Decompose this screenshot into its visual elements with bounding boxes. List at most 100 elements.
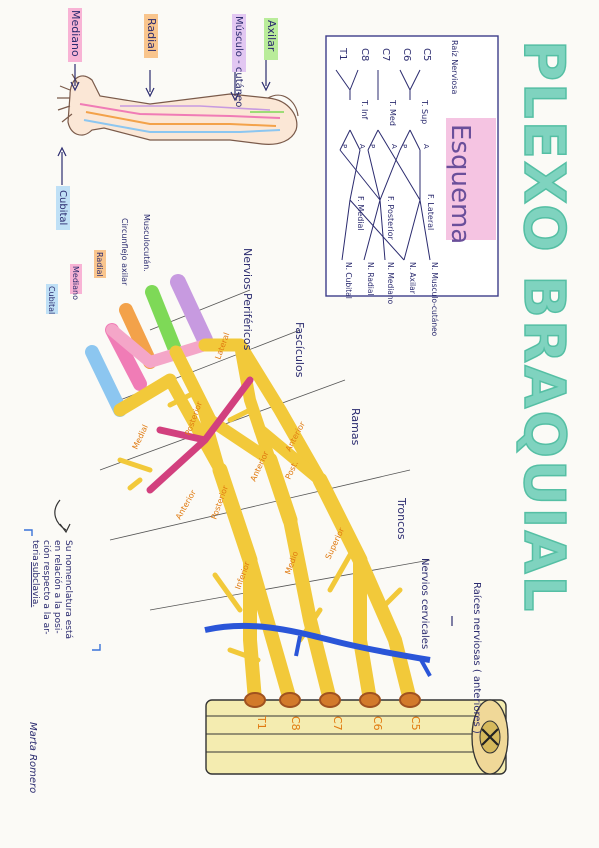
note-line: ción respecto a la ar- — [41, 540, 52, 634]
trunk-superior — [312, 472, 368, 568]
trunk-medio — [262, 452, 298, 528]
schema-nerve: N. Mediano — [386, 262, 395, 305]
division-medio-anterior — [234, 339, 276, 466]
root-ganglia — [244, 692, 421, 708]
schema-nerves: N. Musculo-cutáneo N. Axilar N. Mediano … — [344, 262, 439, 337]
terminal-label-cubital: Cubital — [47, 286, 56, 314]
schema-root: C8 — [359, 48, 370, 61]
note-arrow — [54, 499, 71, 534]
page-title: PLEXO BRAQUIAL — [511, 40, 576, 613]
terminal-nerve-labels: Musculocután. Circunflejo axilar Radial … — [46, 214, 151, 314]
hand-fingers — [57, 73, 79, 123]
schema-fascicle: F. Medial — [356, 196, 365, 231]
subclavian-artery — [204, 622, 431, 663]
collateral-branches — [117, 392, 403, 663]
fascicle-posterior — [169, 345, 217, 427]
division-superior-posterior — [254, 424, 326, 486]
arm-nerve-mediano — [79, 103, 281, 119]
arm-nerve-musculocutaneo — [120, 105, 271, 111]
cubital-highlight — [56, 186, 70, 230]
arm-nerve-radial — [85, 111, 277, 127]
spinal-root-label: C7 — [331, 716, 344, 731]
schema-fascicles: F. Lateral F. Posterior F. Medial — [356, 194, 435, 240]
fascicle-medial — [113, 373, 177, 417]
musculo-highlight — [232, 14, 246, 72]
schema-division: A — [422, 144, 430, 149]
label-nervios-perifericos: Nervios Periféricos — [241, 248, 254, 351]
plexus-nerves — [85, 274, 421, 708]
spinal-cord — [205, 699, 509, 775]
arm-label-mediano: Mediano — [69, 10, 82, 57]
trunk-inferior — [212, 462, 258, 568]
schema-nerve: N. Radial — [366, 262, 375, 296]
label-raices: Raíces nerviosas ( anteriores ) — [471, 582, 483, 734]
arm-nerve-cubital — [83, 119, 281, 133]
arm-illustration — [57, 73, 299, 145]
schema-division: A — [358, 144, 366, 149]
schema-divisions: A P A P A P — [340, 144, 430, 149]
spinal-root-labels: T1 C8 C7 C6 C5 — [255, 715, 422, 731]
schema-nerve: N. Cubital — [344, 262, 353, 299]
segment-label-posterior-1: Post. — [284, 460, 300, 481]
schema-trunks: T. Sup T. Med T. Inf — [360, 99, 429, 126]
schema-root: C5 — [421, 48, 432, 61]
schema-trunk: T. Med — [388, 99, 397, 126]
root-t1 — [243, 553, 262, 707]
schema-fascicle: F. Posterior — [386, 196, 395, 240]
lateral-fascicle-band — [106, 324, 211, 368]
terminal-musculocutaneo — [170, 274, 213, 348]
schema-nerve: N. Axilar — [408, 262, 417, 295]
schema-title-highlight — [446, 118, 496, 240]
spinal-root-label: C6 — [371, 716, 384, 731]
note-line-subclavia: subclavia. — [30, 562, 40, 607]
axilar-highlight — [264, 18, 278, 60]
schema-fascicle: F. Lateral — [426, 194, 435, 230]
terminal-label-mediano: Mediano — [71, 266, 80, 300]
schema-root: C7 — [380, 48, 391, 61]
subclavian-artery-branch — [294, 635, 432, 677]
arm-label-cubital: Cubital — [57, 190, 68, 225]
shoulder-outline — [267, 94, 299, 117]
spinal-root-label: C5 — [409, 716, 422, 731]
arm-label-radial: Radial — [145, 18, 158, 52]
root-c5 — [353, 553, 417, 707]
label-ramas: Ramas — [349, 408, 362, 446]
note-line: Su nomenclatura está — [63, 540, 73, 639]
label-fasciculos: Fascículos — [293, 322, 306, 378]
terminal-axilar — [145, 285, 183, 359]
schema-roots: C5 C6 C7 C8 T1 — [337, 47, 432, 61]
schema-nerve: N. Musculo-cutáneo — [430, 262, 439, 337]
schema-roots-header: Raíz Nerviosa — [450, 40, 459, 94]
terminal-label-axilar: Circunflejo axilar — [120, 218, 129, 286]
note-line: en relación a la posi- — [52, 540, 63, 634]
arm-label-arrows — [57, 58, 271, 185]
arm-label-axilar: Axilar — [265, 20, 278, 52]
schema-division: A — [390, 144, 398, 149]
terminal-radial-highlight — [94, 250, 106, 278]
schema-division: P — [400, 144, 408, 148]
schema-root: T1 — [337, 47, 348, 60]
schema-trunk: T. Inf — [360, 99, 369, 119]
author-signature: Marta Romero — [27, 722, 38, 793]
division-medio-posterior — [204, 414, 276, 466]
root-c7 — [283, 513, 337, 707]
terminal-cubital-highlight — [46, 284, 58, 314]
guide-line-troncos — [109, 469, 411, 541]
arm-label-musculo-cutaneo: Músculo - cutáneo — [233, 16, 245, 107]
schema-root: C6 — [401, 48, 412, 61]
schema-trunk: T. Sup — [420, 99, 429, 124]
note-bracket-bottom — [92, 644, 101, 651]
segment-label-medial: Medial — [131, 423, 150, 451]
spinal-root-label: T1 — [255, 715, 268, 730]
terminal-label-musculocutaneo: Musculocután. — [142, 214, 151, 272]
radial-highlight — [144, 14, 158, 58]
section-labels: Nervios Periféricos Fascículos Ramas Tro… — [241, 248, 483, 734]
label-troncos: Troncos — [395, 497, 408, 540]
note-bracket-top — [24, 529, 33, 536]
terminal-cubital — [85, 345, 127, 417]
schema-title: Esquema — [445, 124, 475, 244]
crossing-branch — [146, 376, 254, 494]
label-nervios-cervicales: Nervios cervicales — [419, 558, 430, 649]
